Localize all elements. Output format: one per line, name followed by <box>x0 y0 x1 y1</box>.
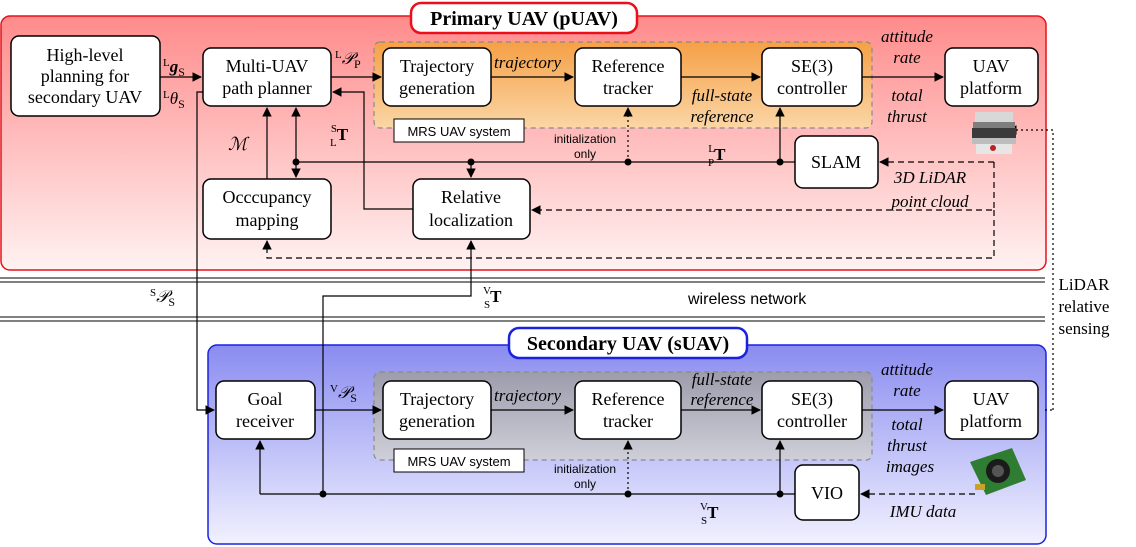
trajectory-label-secondary: trajectory <box>494 386 561 405</box>
lidar-sensing-label-bg <box>1054 272 1114 342</box>
relative-localization-block: Relative localization <box>412 178 531 240</box>
total-label-primary: total <box>891 86 922 105</box>
svg-text:platform: platform <box>960 411 1022 431</box>
svg-text:tracker: tracker <box>603 411 653 431</box>
uav-platform-block-primary: UAV platform <box>944 47 1039 107</box>
init-label-primary-2: only <box>574 147 596 161</box>
trajectory-generation-block-primary: Trajectory generation <box>382 47 492 107</box>
thrust-label-primary: thrust <box>887 107 928 126</box>
rate-label-primary: rate <box>893 48 921 67</box>
lidar-sensing-label-2: relative <box>1059 297 1110 316</box>
imu-data-label: IMU data <box>889 502 957 521</box>
total-label-secondary: total <box>891 415 922 434</box>
primary-title-frame <box>409 1 639 35</box>
secondary-connections <box>255 405 1053 499</box>
svg-text:Occcupancy: Occcupancy <box>223 187 312 207</box>
junction-dots-secondary <box>319 490 784 498</box>
trajectory-label-primary: trajectory <box>494 53 561 72</box>
svg-text:SE(3): SE(3) <box>791 389 833 410</box>
svg-text:tracker: tracker <box>603 78 653 98</box>
svg-text:UAV: UAV <box>973 56 1010 76</box>
math-m: ℳ <box>228 134 250 154</box>
svg-text:receiver: receiver <box>236 411 294 431</box>
svg-text:platform: platform <box>960 78 1022 98</box>
svg-text:MRS UAV system: MRS UAV system <box>407 454 510 469</box>
svg-text:controller: controller <box>777 411 847 431</box>
svg-text:SE(3): SE(3) <box>791 56 833 77</box>
uav-platform-block-secondary: UAV platform <box>944 380 1039 440</box>
svg-text:SLAM: SLAM <box>811 152 861 172</box>
secondary-uav-title: Secondary UAV (sUAV) <box>527 333 729 355</box>
svg-text:Reference: Reference <box>592 56 665 76</box>
trajectory-generation-block-secondary: Trajectory generation <box>382 380 492 440</box>
secondary-title-frame <box>507 326 749 360</box>
init-label-secondary-2: only <box>574 477 596 491</box>
lidar-sensing-label-3: sensing <box>1059 319 1111 338</box>
primary-uav-title: Primary UAV (pUAV) <box>430 8 618 30</box>
goal-receiver-block: Goal receiver <box>215 380 316 440</box>
svg-text:secondary UAV: secondary UAV <box>28 87 142 107</box>
multi-uav-path-planner-block: Multi-UAV path planner <box>202 47 332 107</box>
se3-controller-block-secondary: SE(3) controller <box>761 380 863 440</box>
svg-text:UAV: UAV <box>973 389 1010 409</box>
svg-text:generation: generation <box>399 78 475 98</box>
high-level-planning-block: High-level planning for secondary UAV <box>10 35 161 117</box>
slam-block: SLAM <box>794 135 879 189</box>
thrust-label-secondary: thrust <box>887 436 928 455</box>
mrs-uav-system-label-primary: MRS UAV system <box>393 118 525 143</box>
svg-text:Trajectory: Trajectory <box>400 389 474 409</box>
attitude-label-primary: attitude <box>881 27 933 46</box>
svg-text:Multi-UAV: Multi-UAV <box>226 56 309 76</box>
occupancy-mapping-block: Occcupancy mapping <box>202 178 332 240</box>
mrs-uav-system-label-secondary: MRS UAV system <box>393 448 525 473</box>
svg-text:Trajectory: Trajectory <box>400 56 474 76</box>
reference-label-primary: reference <box>691 107 754 126</box>
init-label-secondary-1: initialization <box>554 462 616 476</box>
svg-text:mapping: mapping <box>236 210 299 230</box>
lidar-label-2: point cloud <box>891 192 969 211</box>
math-gs: LgS <box>163 57 185 79</box>
se3-controller-block-primary: SE(3) controller <box>761 47 863 107</box>
wireless-network-label: wireless network <box>687 291 807 308</box>
svg-text:planning for: planning for <box>41 66 129 86</box>
svg-text:path planner: path planner <box>222 78 311 98</box>
svg-text:High-level: High-level <box>47 45 124 65</box>
svg-text:controller: controller <box>777 78 847 98</box>
svg-text:VIO: VIO <box>811 483 843 503</box>
svg-text:generation: generation <box>399 411 475 431</box>
math-p-ss: S𝒫S <box>150 287 175 309</box>
junction-dots-primary <box>292 158 784 166</box>
svg-text:localization: localization <box>429 210 513 230</box>
svg-text:Relative: Relative <box>441 187 501 207</box>
lidar-label-1: 3D LiDAR <box>893 168 967 187</box>
full-state-label-primary: full-state <box>692 86 753 105</box>
lidar-sensor-image <box>972 112 1016 154</box>
math-theta-s: LθS <box>163 89 185 111</box>
lidar-sensing-label-1: LiDAR <box>1059 275 1111 294</box>
images-label: images <box>886 457 935 476</box>
vio-block: VIO <box>794 464 860 521</box>
reference-tracker-block-primary: Reference tracker <box>574 47 682 107</box>
primary-connections <box>160 72 1054 494</box>
rate-label-secondary: rate <box>893 381 921 400</box>
svg-text:Goal: Goal <box>248 389 283 409</box>
svg-text:MRS UAV system: MRS UAV system <box>407 124 510 139</box>
full-state-label-secondary: full-state <box>692 370 753 389</box>
svg-text:Reference: Reference <box>592 389 665 409</box>
camera-sensor-image <box>970 448 1026 495</box>
reference-tracker-block-secondary: Reference tracker <box>574 380 682 440</box>
attitude-label-secondary: attitude <box>881 360 933 379</box>
reference-label-secondary: reference <box>691 390 754 409</box>
init-label-primary-1: initialization <box>554 132 616 146</box>
